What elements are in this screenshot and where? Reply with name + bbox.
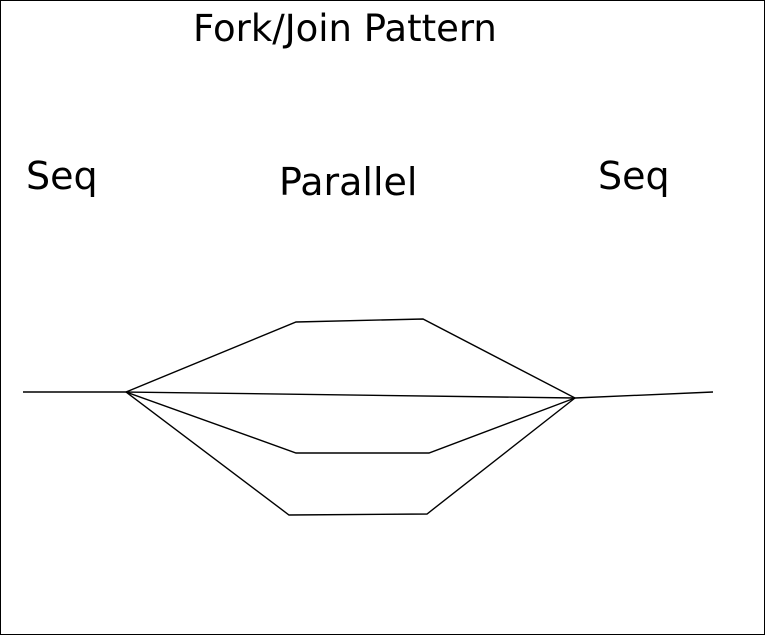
branch-straight — [126, 392, 575, 398]
seq-out-line — [575, 392, 713, 398]
branch-top — [126, 319, 575, 398]
branch-middle-lower — [126, 392, 575, 453]
